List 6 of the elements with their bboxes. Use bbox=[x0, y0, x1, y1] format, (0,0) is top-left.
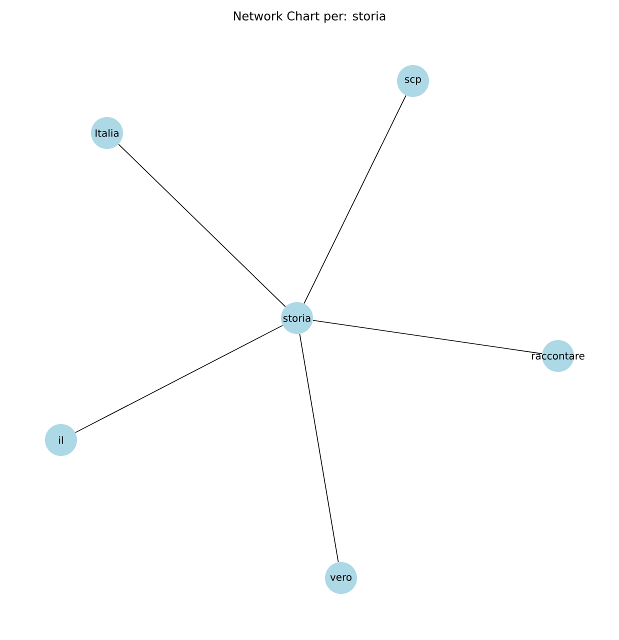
edge-line bbox=[118, 144, 286, 308]
edge-line bbox=[312, 320, 542, 354]
edge-line bbox=[75, 325, 284, 433]
edge-line bbox=[304, 95, 406, 304]
chart-title: Network Chart per: storia bbox=[234, 11, 386, 23]
edge-line bbox=[299, 334, 339, 562]
